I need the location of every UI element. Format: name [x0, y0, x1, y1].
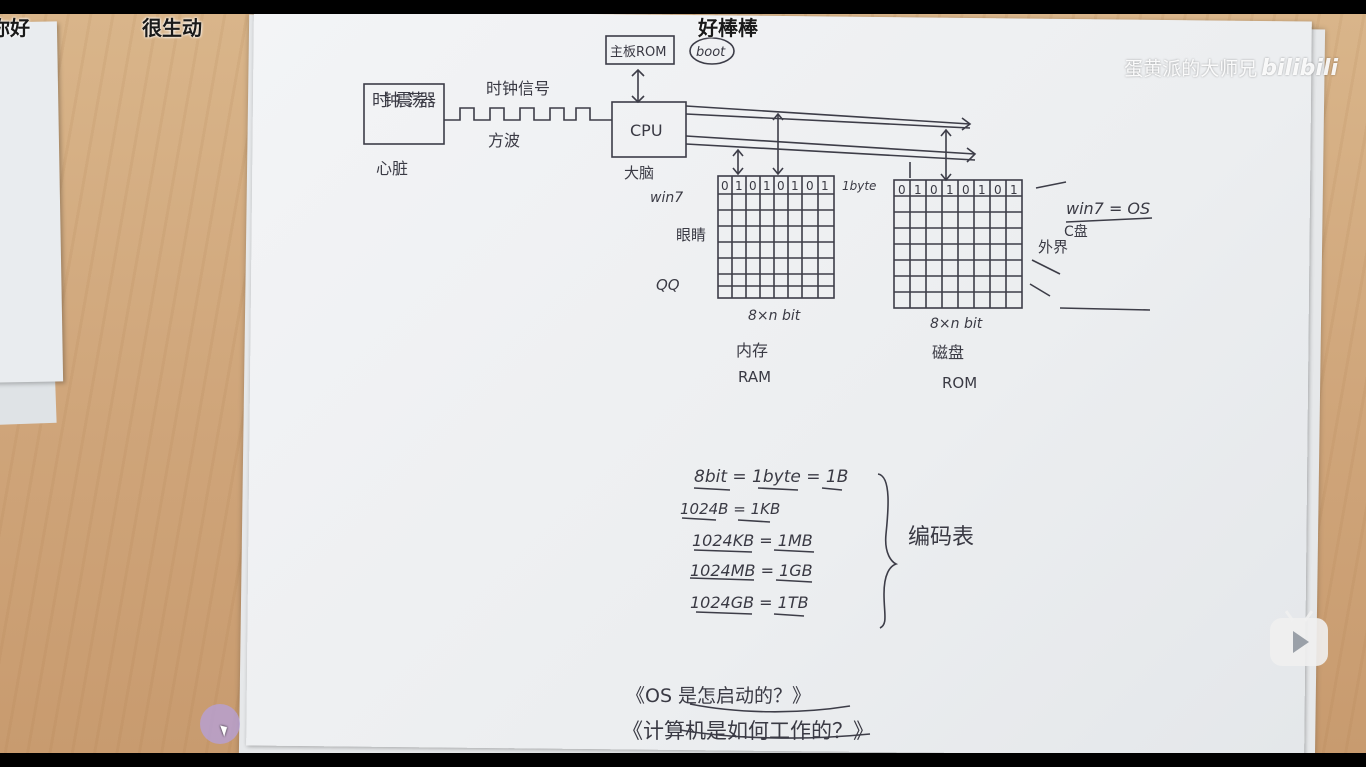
ram-en-label: RAM	[738, 368, 771, 386]
disk-bit-3: 1	[946, 183, 954, 197]
danmaku-comment-3: 好棒棒	[698, 16, 758, 40]
boot-label: boot	[696, 45, 726, 60]
one-byte-label: 1byte	[842, 179, 876, 193]
cpu-box	[611, 101, 687, 158]
ram-bit-5: 1	[791, 179, 799, 193]
clock-signal-label: 时钟信号	[486, 79, 550, 98]
cursor-highlight	[200, 704, 240, 744]
boot-oval	[689, 37, 735, 65]
question-os-boot: 《OS 是怎启动的？》	[626, 685, 811, 707]
disk-size-label: 8×n bit	[930, 316, 983, 332]
video-frame: 时钟震荡器 时钟信号 方波 心脏 主板ROM boot CPU 大脑 win7 …	[0, 14, 1366, 753]
ram-bit-6: 0	[806, 179, 814, 193]
bilibili-logo: bilibili	[1261, 56, 1338, 81]
play-icon[interactable]	[1270, 618, 1328, 666]
square-wave-label: 方波	[488, 131, 520, 150]
ram-bit-7: 1	[821, 179, 829, 193]
eq-bit: 8bit = 1byte = 1B	[694, 467, 848, 487]
heartbeat-label: 心脏	[376, 159, 408, 178]
disk-bit-0: 0	[898, 183, 906, 197]
eyes-label: 眼睛	[676, 226, 706, 244]
eq-kb: 1024B = 1KB	[680, 500, 780, 518]
win7-os-label: win7 = OS	[1066, 199, 1150, 218]
win7-left-label: win7	[650, 190, 683, 206]
ram-bit-0: 0	[721, 179, 729, 193]
disk-en-label: ROM	[942, 374, 977, 392]
clock-box	[363, 83, 445, 145]
danmaku-comment-1: 你好	[0, 16, 30, 40]
board-rom-box	[605, 35, 675, 65]
danmaku-comment-2: 很生动	[142, 16, 202, 40]
disk-cn-label: 磁盘	[932, 343, 964, 362]
external-label: 外界	[1038, 238, 1068, 256]
question-computer-work: 《计算机是如何工作的？》	[622, 719, 874, 743]
disk-bit-6: 0	[994, 183, 1002, 197]
square-wave-line	[444, 107, 612, 121]
eq-tb: 1024GB = 1TB	[690, 593, 809, 612]
brain-label: 大脑	[624, 164, 654, 182]
ram-cn-label: 内存	[736, 341, 768, 360]
cpu-label: CPU	[630, 121, 663, 140]
ram-grid	[717, 175, 835, 299]
disk-bit-7: 1	[1010, 183, 1018, 197]
ram-bit-1: 1	[735, 179, 743, 193]
ram-bit-4: 0	[777, 179, 785, 193]
ram-size-label: 8×n bit	[748, 308, 801, 324]
disk-bit-5: 1	[978, 183, 986, 197]
play-triangle-icon	[1293, 631, 1309, 653]
board-rom-label: 主板ROM	[610, 45, 666, 60]
encoding-table-label: 编码表	[908, 525, 974, 550]
handwritten-sketch: 时钟震荡器 时钟信号 方波 心脏 主板ROM boot CPU 大脑 win7 …	[363, 35, 1153, 743]
ram-bit-2: 0	[749, 179, 757, 193]
eq-gb: 1024MB = 1GB	[690, 561, 813, 580]
clock-box-label: 时钟震荡器	[372, 91, 436, 111]
qq-left-label: QQ	[656, 276, 680, 294]
disk-bit-4: 0	[962, 183, 970, 197]
eq-mb: 1024KB = 1MB	[692, 531, 813, 550]
uploader-name: 蛋黄派的大师兄	[1124, 58, 1258, 80]
brace	[877, 473, 899, 629]
disk-bit-2: 0	[930, 183, 938, 197]
ram-bit-3: 1	[763, 179, 771, 193]
disk-bit-1: 1	[914, 183, 922, 197]
c-drive-label: C盘	[1064, 223, 1088, 240]
